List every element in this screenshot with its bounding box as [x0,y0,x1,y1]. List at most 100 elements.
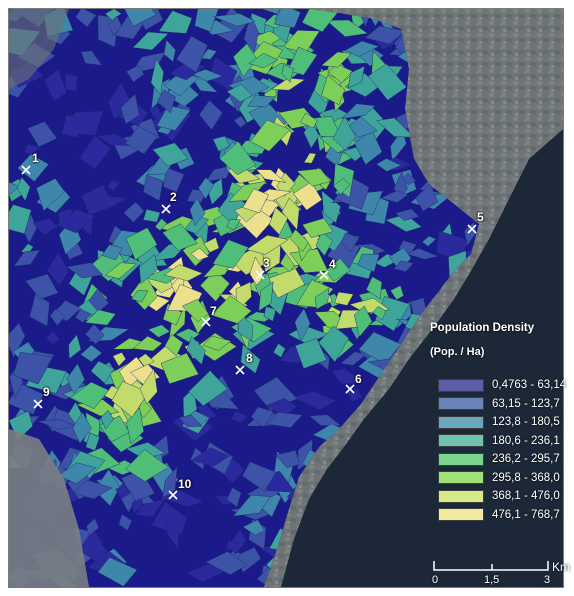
density-patch [296,168,331,187]
density-patch [32,218,58,235]
density-patch [194,9,221,33]
density-patch [247,95,276,108]
density-patch [233,115,247,129]
scale-bar-line [433,561,549,571]
density-patch [154,218,168,231]
density-patch [126,407,145,445]
density-patch [65,73,78,92]
density-patch [132,31,169,51]
legend-swatch [438,378,484,392]
density-patch [44,69,67,102]
density-patch [266,412,303,428]
density-patch [120,9,157,27]
density-patch [232,494,271,517]
density-patch [281,64,294,83]
density-patch [85,323,105,345]
density-patch [334,177,370,210]
density-patch [289,229,309,252]
density-patch [104,262,137,279]
density-patch [120,93,140,125]
density-patch [315,231,333,257]
cross-icon [235,365,245,375]
density-patch [88,288,109,313]
cross-icon [168,490,178,500]
density-patch [203,335,232,351]
density-patch [27,121,58,148]
density-patch [242,519,265,536]
density-patch [199,100,223,131]
density-patch [390,285,404,300]
density-patch [213,13,256,27]
density-patch [188,370,228,407]
population-density-map [8,8,564,588]
density-patch [186,336,206,366]
density-patch [354,129,383,165]
marker-label: 6 [355,372,362,386]
density-patch [9,181,20,195]
west-land [9,429,89,587]
density-patch [176,35,208,73]
density-patch [375,296,411,332]
cross-icon [319,270,329,280]
density-patch [354,305,373,338]
density-patch [156,89,176,114]
density-patch [226,487,242,508]
density-patch [402,172,417,186]
density-patch [139,254,158,285]
density-patch [269,207,289,236]
scale-tick-2: 3 [544,574,551,586]
density-patch [107,83,131,121]
density-patch [70,381,110,409]
density-patch [368,63,407,101]
density-patch [72,411,92,444]
density-patch [160,490,204,507]
density-patch [246,235,289,255]
density-patch [74,308,92,323]
sea [281,129,563,587]
density-patch [472,197,479,233]
density-patch [212,135,230,152]
density-patch [242,461,277,492]
density-patch [139,368,158,405]
density-patch [126,64,145,83]
density-patch [13,249,41,267]
density-patch [163,39,176,63]
density-patch [299,112,318,129]
density-patch [212,239,249,269]
density-patch [376,158,402,172]
density-patch [319,107,350,123]
density-patch [250,119,291,152]
density-patch [66,363,86,394]
density-patch [302,217,334,238]
cross-icon [255,270,265,280]
density-patch [107,180,120,191]
legend-swatch [438,508,484,521]
density-patch [357,253,380,273]
density-patch [255,169,287,183]
density-patch [263,306,277,322]
density-patch [294,308,311,343]
density-patch [49,308,65,327]
density-patch [12,351,53,385]
density-patch [150,58,164,96]
density-patch [107,15,123,36]
density-patch [17,153,49,182]
legend-class-label: 476,1 - 768,7 [492,508,560,521]
cross-icon [33,399,43,409]
density-patch [148,324,171,338]
density-patch [131,290,149,303]
density-patch [415,183,439,212]
legend-class-row: 295,8 - 368,0 [438,470,560,486]
legend-class-row: 476,1 - 768,7 [438,507,560,523]
density-patch [47,252,69,286]
density-patch [380,190,409,203]
density-patch [61,114,90,138]
cross-icon [345,384,355,394]
scale-bar: 0 1,5 3 Km [432,558,572,592]
density-patch [270,77,306,91]
legend-class-row: 0,4763 - 63,14 [438,377,566,393]
cross-icon [161,204,171,214]
density-patch [190,247,210,261]
density-patch [166,515,179,551]
